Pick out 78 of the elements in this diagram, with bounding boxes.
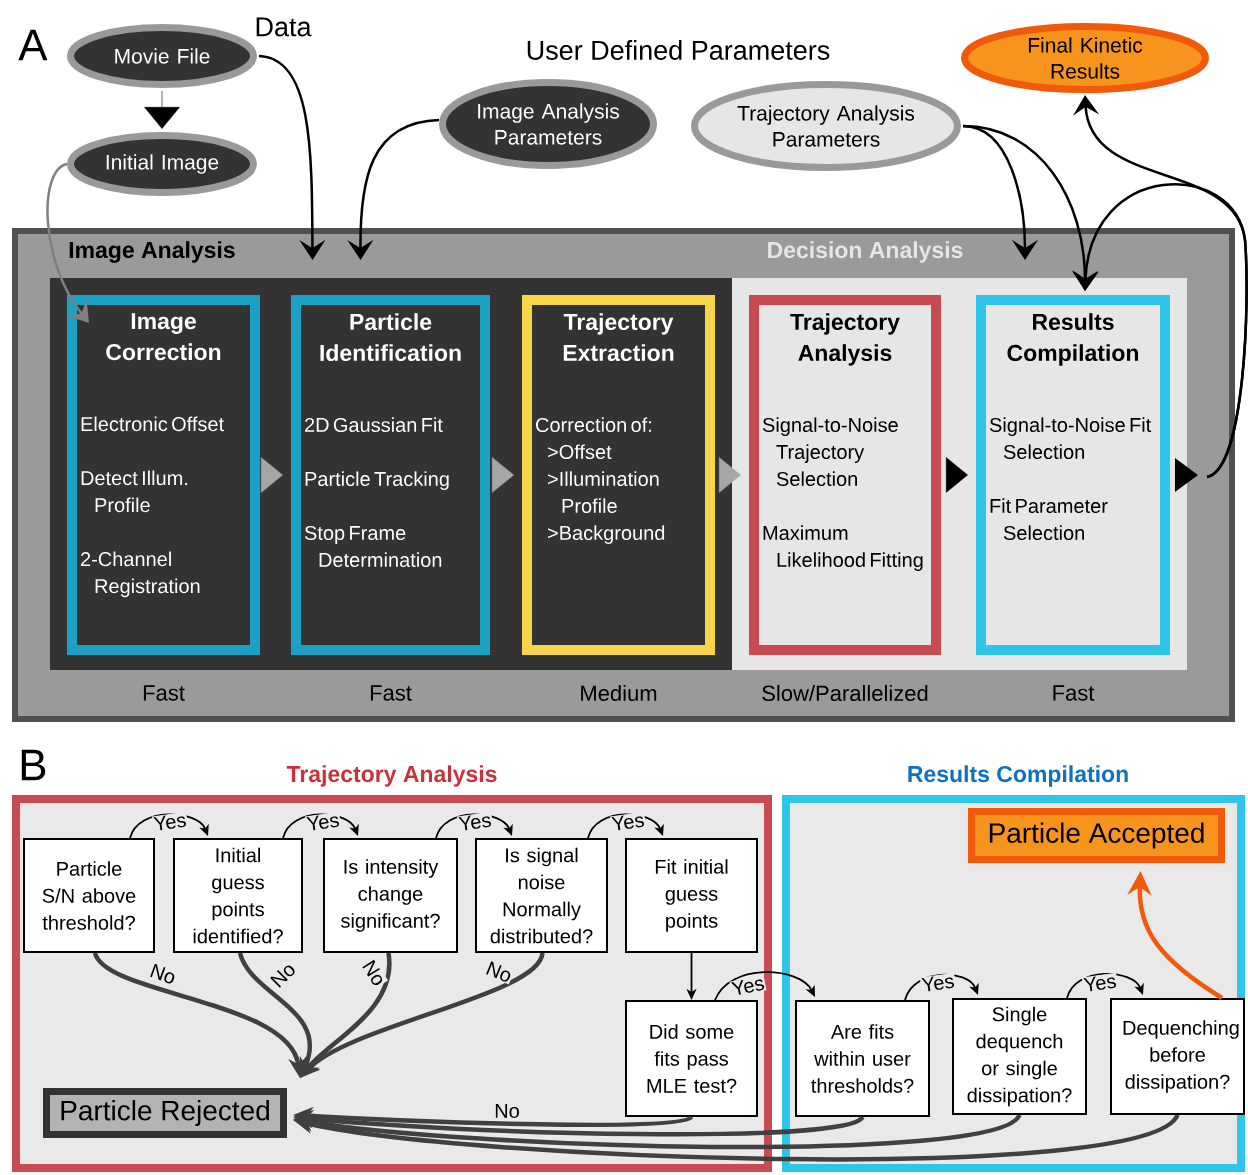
process-box [976, 295, 1170, 701]
process-box [291, 295, 490, 701]
question-box: Is signal noise Normally distributed? [475, 838, 608, 953]
question-box: Is intensity change significant? [323, 838, 458, 953]
outcome-box: Particle Accepted [968, 808, 1225, 863]
ellipse-node: Final Kinetic Results [961, 23, 1209, 93]
edge-label: Yes [304, 811, 342, 833]
box-heading: Trajectory Extraction [563, 313, 674, 362]
edge-label: No [147, 961, 179, 987]
ellipse-node: Initial Image [67, 132, 257, 196]
arrow [260, 457, 283, 493]
section-heading: Trajectory Analysis [286, 765, 497, 787]
box-item: Maximum Likelihood Fitting [763, 525, 923, 571]
arrow [587, 813, 664, 839]
arrow [282, 813, 359, 839]
edge-label: Yes [729, 974, 767, 998]
arrow [144, 90, 180, 129]
arrow [491, 457, 514, 493]
edge-label: Yes [1081, 972, 1119, 994]
box-heading: Results Compilation [1007, 313, 1139, 366]
ellipse-node: Movie File [67, 24, 257, 88]
edge-label: Yes [151, 811, 189, 833]
question-box: Initial guess points identified? [173, 838, 303, 953]
box-item: Detect Illum. Profile [81, 470, 188, 513]
question-box: Particle S/N above threshold? [23, 838, 155, 953]
process-box [67, 295, 260, 701]
process-box [522, 295, 715, 702]
outcome-box: Particle Rejected [43, 1088, 287, 1138]
arrow [129, 813, 209, 839]
panel-letter: A [18, 29, 48, 61]
arrow [718, 457, 741, 493]
speed-label: Fast [1053, 685, 1095, 701]
box-heading: Particle Identification [320, 313, 461, 362]
edge-label: Yes [919, 972, 957, 994]
edge-label: Yes [456, 811, 494, 833]
arrow [714, 971, 815, 1001]
edge-label: Yes [609, 811, 647, 833]
ellipse-node: Trajectory Analysis Parameters [691, 81, 961, 171]
panel-letter: B [21, 749, 46, 781]
question-box: Dequenching before dissipation? [1110, 998, 1245, 1115]
ellipse-node: Image Analysis Parameters [439, 79, 657, 169]
box-heading: Trajectory Analysis [790, 313, 900, 366]
box-item: Signal-to-Noise Fit Selection [989, 417, 1152, 460]
arrow [46, 162, 89, 323]
box-item: 2D Gaussian Fit [305, 417, 443, 433]
arrow [435, 813, 513, 839]
arrow [904, 973, 979, 1001]
box-item: Electronic Offset [81, 416, 224, 432]
edge-label: No [359, 957, 389, 989]
box-item: >Illumination Profile [548, 471, 659, 514]
box-item: Correction of: [536, 417, 651, 433]
arrow [1066, 973, 1144, 999]
arrow [945, 457, 968, 493]
process-box [749, 295, 941, 702]
speed-label: Medium [581, 684, 657, 702]
speed-label: Fast [143, 685, 185, 701]
box-item: Particle Tracking [305, 471, 449, 490]
question-box: Did some fits pass MLE test? [625, 1000, 758, 1117]
box-item: Fit Parameter Selection [990, 498, 1108, 541]
edge-label: No [483, 959, 515, 985]
box-item: >Background [548, 525, 665, 544]
question-box: Single dequench or single dissipation? [952, 998, 1087, 1115]
box-item: Stop Frame Determination [304, 525, 442, 568]
section-heading: Decision Analysis [768, 241, 963, 263]
box-item: >Offset [548, 444, 612, 460]
question-box: Fit initial guess points [625, 838, 758, 953]
question-box: Are fits within user thresholds? [795, 1000, 930, 1117]
speed-label: Slow/Parallelized [762, 684, 928, 702]
box-item: Signal-to-Noise Trajectory Selection [762, 417, 898, 487]
section-heading: Results Compilation [908, 765, 1128, 787]
edge-label: No [267, 959, 299, 991]
section-heading: Image Analysis [69, 241, 235, 263]
speed-label: Fast [370, 685, 412, 701]
box-heading: Image Correction [106, 313, 221, 361]
heading-label: User Defined Parameters [527, 40, 830, 60]
box-item: 2-Channel Registration [81, 551, 200, 598]
edge-label: No [493, 1103, 521, 1119]
heading-label: Data [256, 17, 312, 37]
